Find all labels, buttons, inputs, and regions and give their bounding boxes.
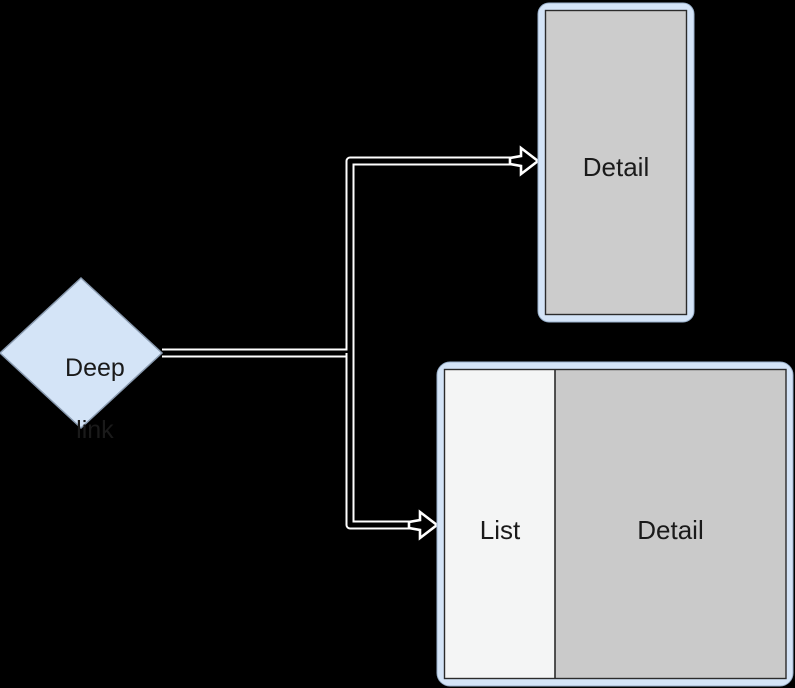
list-pane[interactable] — [444, 369, 556, 679]
arrowhead-to-detail-icon — [508, 145, 541, 177]
detail-phone-frame[interactable] — [537, 2, 695, 323]
edge-deep-link-to-detail[interactable] — [162, 145, 541, 358]
edge-detail-core — [162, 158, 528, 356]
detail-pane[interactable] — [555, 369, 786, 679]
deep-link-diamond[interactable] — [0, 276, 164, 430]
list-detail-tablet-frame[interactable] — [436, 361, 794, 687]
edge-list-detail-core — [347, 353, 427, 528]
edge-deep-link-to-list-detail[interactable] — [345, 353, 440, 541]
arrowhead-to-list-detail-icon — [407, 509, 440, 541]
list-detail-tablet-screen-border — [443, 368, 787, 680]
detail-phone-screen — [544, 9, 688, 316]
